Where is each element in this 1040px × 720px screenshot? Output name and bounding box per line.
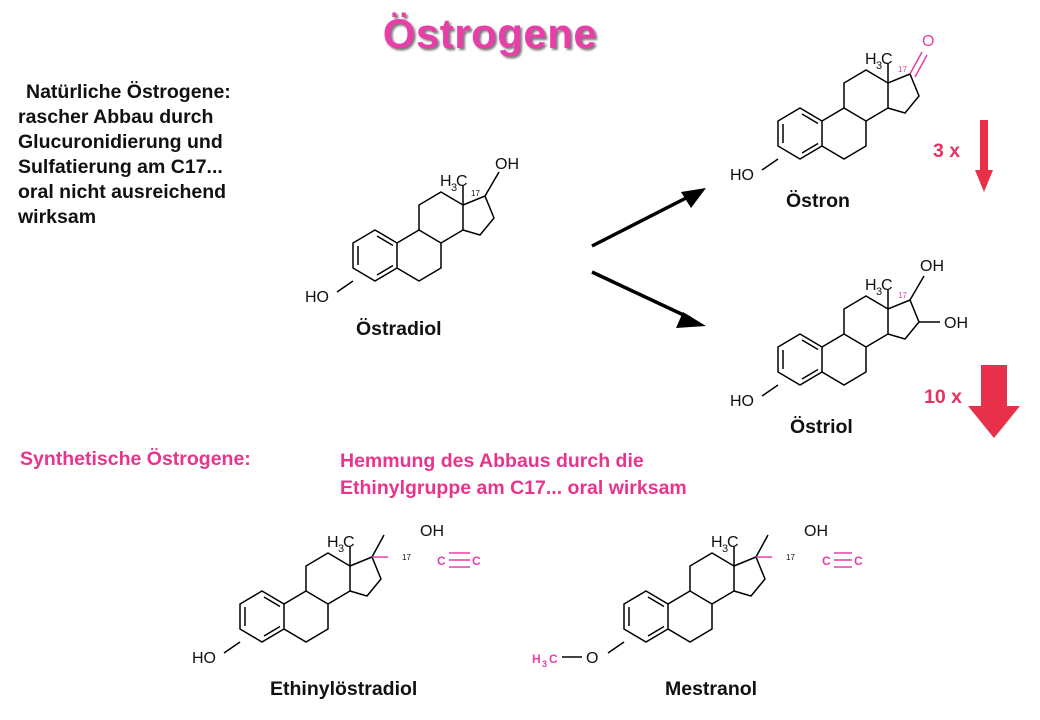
page-title: Östrogene bbox=[382, 10, 598, 57]
mestranol-c17-label: 17 bbox=[786, 553, 795, 562]
natural-estrogens-text: Natürliche Östrogene: rascher Abbau durc… bbox=[18, 80, 231, 230]
estriol-oh-label: OH bbox=[920, 258, 944, 275]
mestranol-c1-label: C bbox=[822, 554, 831, 568]
arrow-to-estriol bbox=[591, 270, 706, 328]
ethinylestradiol-ho-label: HO bbox=[192, 650, 216, 667]
mestranol-methyl-group: H 3 C bbox=[532, 652, 558, 669]
natural-line: rascher Abbau durch bbox=[18, 106, 214, 128]
estrone-ho-label: HO bbox=[730, 167, 754, 184]
estrone-factor: 3 x bbox=[933, 140, 961, 162]
estriol-structure: 17 OH OH HO bbox=[730, 258, 968, 410]
estrone-o-label: O bbox=[922, 33, 934, 50]
mestranol-o-label: O bbox=[586, 650, 598, 667]
mestranol-oh-label: OH bbox=[804, 523, 828, 540]
estriol-factor: 10 x bbox=[924, 386, 962, 408]
ethinylestradiol-name: Ethinylöstradiol bbox=[270, 678, 418, 700]
estradiol-ho-label: HO bbox=[305, 289, 329, 306]
ethinylestradiol-structure: 17 OH C C HO bbox=[192, 523, 481, 667]
synthetic-estrogens-label: Synthetische Östrogene: bbox=[20, 448, 251, 470]
estriol-c17-label: 17 bbox=[898, 291, 907, 300]
synthetic-line: Ethinylgruppe am C17... oral wirksam bbox=[340, 477, 687, 499]
estrone-name: Östron bbox=[786, 190, 850, 212]
estrone-structure: 17 O HO bbox=[730, 33, 934, 184]
ethinylestradiol-oh-label: OH bbox=[420, 523, 444, 540]
estradiol-c17-label: 17 bbox=[471, 189, 480, 198]
svg-text:C: C bbox=[549, 652, 558, 666]
ethinylestradiol-c1-label: C bbox=[437, 554, 446, 568]
estradiol-structure: 17 OH HO bbox=[305, 156, 519, 306]
ethinylestradiol-c2-label: C bbox=[472, 554, 481, 568]
down-arrow-large bbox=[968, 365, 1020, 438]
down-arrow-small bbox=[975, 120, 993, 192]
svg-text:H: H bbox=[532, 652, 541, 666]
estradiol-oh-label: OH bbox=[495, 156, 519, 173]
estrone-c17-label: 17 bbox=[898, 65, 907, 74]
natural-line: wirksam bbox=[18, 206, 97, 228]
estradiol-name: Östradiol bbox=[356, 318, 442, 340]
natural-line: Sulfatierung am C17... bbox=[18, 156, 223, 178]
svg-text:3: 3 bbox=[542, 659, 547, 669]
ethinylestradiol-c17-label: 17 bbox=[402, 553, 411, 562]
natural-line: Natürliche Östrogene: bbox=[26, 81, 231, 103]
mestranol-structure: 17 OH C C O H 3 C bbox=[532, 523, 863, 669]
estriol-name: Östriol bbox=[790, 416, 853, 438]
arrow-to-estrone bbox=[591, 188, 706, 248]
synthetic-estrogens-text: Hemmung des Abbaus durch die Ethinylgrup… bbox=[340, 448, 687, 502]
estriol-ho-label: HO bbox=[730, 393, 754, 410]
estriol-oh2-label: OH bbox=[944, 315, 968, 332]
mestranol-c2-label: C bbox=[854, 554, 863, 568]
natural-line: oral nicht ausreichend bbox=[18, 181, 227, 203]
synthetic-line: Hemmung des Abbaus durch die bbox=[340, 450, 644, 472]
mestranol-name: Mestranol bbox=[665, 678, 758, 700]
natural-line: Glucuronidierung und bbox=[18, 131, 223, 153]
